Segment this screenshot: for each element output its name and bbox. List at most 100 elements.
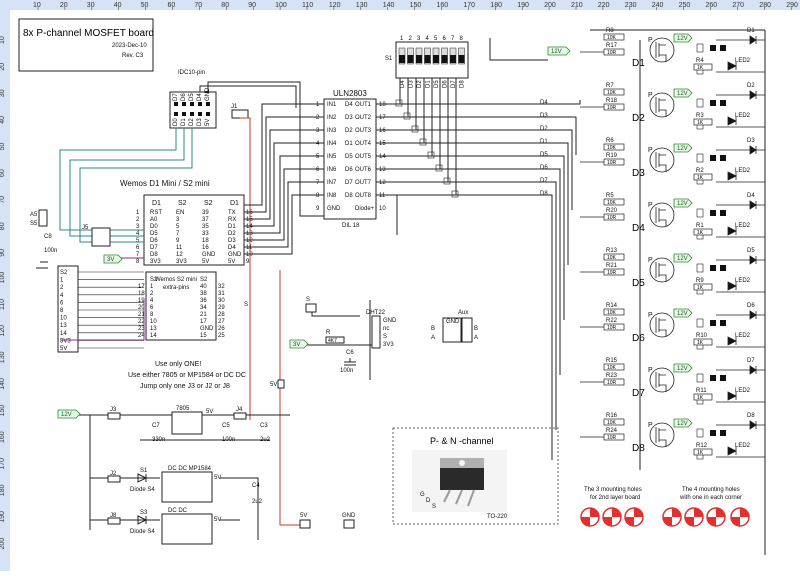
dip-toggle [424, 55, 431, 63]
flag-12v-left: 12V [57, 409, 81, 419]
s2-left-pin: S2 [60, 270, 68, 276]
s2-inner-right: 21 [200, 312, 207, 318]
idc-pin-label: D4 [197, 93, 203, 101]
wemos-left-num: 3 [136, 224, 140, 230]
ruler-label: 290 [786, 2, 798, 9]
r2-label: R17 [606, 43, 618, 49]
aux-gnd: GND [446, 319, 460, 325]
mosfet-p: P [648, 37, 653, 44]
aux-b2: B [474, 326, 478, 332]
mosfet-lines [655, 427, 667, 447]
dip-num: 5 [434, 36, 438, 42]
dip-toggle [416, 55, 422, 63]
led-label: LED2 [735, 443, 751, 449]
wemos-pin: 39 [202, 210, 209, 216]
dip-toggle [399, 55, 405, 63]
s2-title: Wemos S2 mini [155, 277, 197, 283]
package-title: P- & N -channel [430, 436, 494, 446]
bus-label: D2 [540, 126, 548, 132]
mosfet-symbol [649, 202, 675, 228]
channel-d-label: D2 [632, 113, 645, 124]
to220-image [412, 450, 507, 512]
ruler-label: 70 [194, 2, 202, 9]
hole-quad [731, 517, 740, 526]
diode-label: D5 [747, 248, 755, 254]
s2-inner-right: 36 [200, 298, 207, 304]
led-symbol [727, 171, 737, 181]
r3-body [693, 393, 713, 401]
r1-body [603, 198, 625, 206]
ruler-label: 50 [0, 143, 6, 151]
dip-num: 6 [443, 36, 447, 42]
pad-b [720, 45, 726, 51]
power-note-2: Use either 7805 or MP1584 or DC DC [128, 372, 246, 379]
r3-body [693, 173, 713, 181]
ruler-label: 20 [0, 63, 6, 71]
s2-num-left: 22 [138, 319, 145, 325]
svg-text:5V: 5V [300, 513, 307, 519]
channel-d-label: D7 [632, 388, 645, 399]
mp-label: DC DC MP1584 [168, 466, 212, 472]
bus-junction [411, 125, 419, 133]
wemos-left-num: 2 [136, 217, 140, 223]
r3-value: 1K [697, 230, 704, 236]
uln-out: OUT7 [355, 180, 372, 186]
j5-label: J5 [82, 225, 89, 231]
dht-cv: 100n [340, 368, 353, 374]
idc-pin [198, 112, 202, 116]
uln-out: OUT1 [355, 102, 372, 108]
j8-label: J8 [110, 513, 117, 519]
bus-label: D8 [540, 191, 548, 197]
ruler-label: 110 [0, 299, 6, 310]
ruler-label: 190 [0, 511, 6, 523]
c8v-label: 100n [44, 248, 57, 254]
flag-12v-text: 12V [677, 201, 688, 207]
r2-label: R20 [606, 208, 618, 214]
bus-junction [451, 190, 459, 198]
flag-12v-text: 12V [677, 36, 688, 42]
pad-b [720, 430, 726, 436]
uln-d-label: D5 [345, 154, 353, 160]
pad-a [710, 210, 716, 216]
flag-3v-dht: 3V [289, 339, 309, 349]
hole-quad [694, 508, 703, 517]
mp-out: 5V [214, 475, 221, 481]
pad-a [710, 430, 716, 436]
uln-in: GND [327, 206, 341, 212]
hole-quad [612, 508, 621, 517]
dip-num: 8 [460, 36, 464, 42]
pad-b [720, 210, 726, 216]
ruler-label: 100 [0, 272, 6, 284]
hole-quad [707, 517, 716, 526]
r1-label: R16 [606, 413, 618, 419]
ruler-label: 40 [114, 2, 122, 9]
c3v-label: 2u2 [260, 437, 271, 443]
r1-label: R14 [606, 303, 618, 309]
mosfet-p: P [648, 257, 653, 264]
uln-out: OUT2 [355, 115, 372, 121]
s2-num-right: 31 [218, 291, 225, 297]
r2-value: 10R [607, 325, 617, 331]
wemos-pin: TX [228, 210, 236, 216]
title-block: 8x P-channel MOSFET board 2023-Dec-10 Re… [18, 18, 154, 72]
net-flags: 12V 12V 3V 3V 5V 5V GND S S [57, 46, 571, 529]
dip-toggle [450, 55, 456, 63]
c7v-label: 330n [152, 437, 165, 443]
idc-pin-label: D3 [197, 118, 203, 126]
idc-pin-label: D2 [189, 118, 195, 126]
wemos-pin: 35 [202, 224, 209, 230]
uln-in: IN3 [327, 128, 337, 134]
dht-pin: GND [383, 318, 397, 324]
uln-d-label: D3 [345, 115, 353, 121]
diode-label: D4 [747, 193, 755, 199]
r3-value: 1K [697, 120, 704, 126]
r3-value: 1K [697, 340, 704, 346]
flag-12v [673, 88, 693, 98]
uln-in: IN7 [327, 180, 337, 186]
mount-note-2: for 2nd layer board [590, 495, 640, 501]
s2-num-right: 27 [218, 319, 225, 325]
uln-in-num: 8 [316, 193, 320, 199]
s2-left-pin: 1 [60, 278, 64, 284]
